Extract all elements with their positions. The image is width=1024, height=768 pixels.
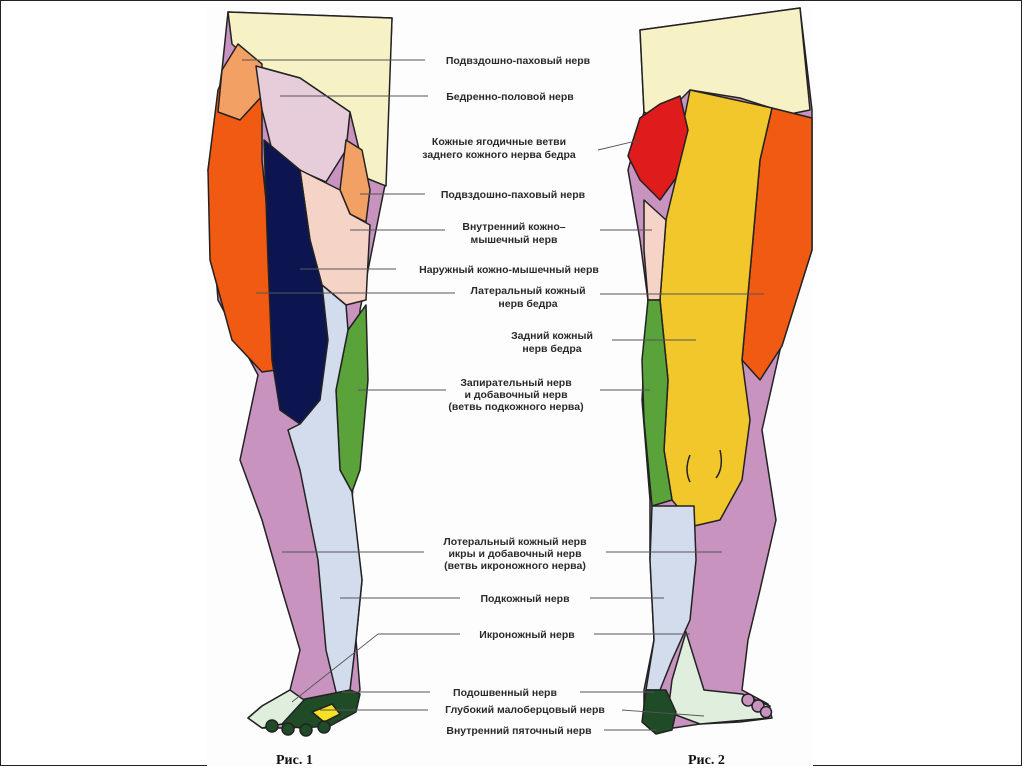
- fig2-toe: [759, 705, 773, 719]
- label-medial-calcaneal: Внутренний пяточный нерв: [446, 725, 592, 737]
- fig1-lateral-femoral-region: [207, 47, 277, 373]
- leader-line: [621, 709, 705, 717]
- fig2-gluteal-region: [627, 95, 689, 201]
- fig1-deep-peroneal-region: [311, 703, 341, 723]
- label-plantar: Подошвенный нерв: [453, 687, 557, 699]
- label-inner-cutaneous-1: Внутренний кожно–: [462, 221, 565, 233]
- leader-lines: [242, 59, 764, 731]
- fig2-obturator-region: [641, 299, 673, 507]
- fig2-toes: [741, 693, 773, 719]
- fig1-toe: [299, 723, 313, 737]
- label-inner-cutaneous-2: мышечный нерв: [471, 234, 558, 246]
- fig2-knee-crease: [715, 449, 723, 479]
- nerve-labels: Подвздошно-паховый нерв Бедренно-половой…: [419, 55, 605, 737]
- label-genitofemoral: Бедренно-половой нерв: [446, 91, 574, 103]
- fig1-iliohypogastric-upper-region: [217, 43, 263, 121]
- label-lateral-femoral-2: нерв бедра: [498, 298, 557, 310]
- label-obturator-1: Запирательный нерв: [460, 377, 572, 389]
- figure-1-caption: Рис. 1: [276, 753, 313, 768]
- fig1-toes: [265, 719, 331, 737]
- label-lateral-femoral-1: Латеральный кожный: [470, 285, 585, 297]
- figure-2-caption: Рис. 2: [688, 753, 725, 768]
- label-obturator-2: и добавочный нерв: [464, 389, 568, 401]
- label-gluteal-branches-1: Кожные ягодичные ветви: [432, 136, 566, 148]
- fig1-heel-region: [247, 689, 305, 729]
- figure-2-leg: [627, 7, 813, 735]
- label-posterior-femoral-1: Задний кожный: [511, 330, 593, 342]
- leader-line: [597, 139, 641, 151]
- fig2-plantar-region: [641, 689, 677, 735]
- label-iliohypogastric-2: Подвздошно-паховый нерв: [441, 189, 586, 201]
- label-lateral-sural-1: Лотеральный кожный нерв: [443, 536, 587, 548]
- fig1-toe: [265, 719, 279, 733]
- leader-line: [291, 633, 379, 703]
- label-gluteal-branches-2: заднего кожного нерва бедра: [422, 149, 576, 161]
- fig1-toe: [281, 722, 295, 736]
- fig2-knee-crease: [686, 454, 691, 483]
- label-lateral-sural-2: икры и добавочный нерв: [448, 548, 582, 560]
- label-sural: Икроножный нерв: [479, 629, 575, 641]
- label-obturator-3: (ветвь подкожного нерва): [448, 401, 583, 413]
- label-lateral-sural-3: (ветвь икроножного нерва): [444, 560, 586, 572]
- figure-1-leg: [207, 11, 393, 737]
- label-outer-musculocutaneous: Наружный кожно-мышечный нерв: [419, 264, 599, 276]
- label-posterior-femoral-2: нерв бедра: [522, 343, 581, 355]
- fig2-toe: [741, 693, 755, 707]
- fig1-toe: [317, 720, 331, 734]
- label-saphenous: Подкожный нерв: [480, 593, 570, 605]
- label-deep-peroneal: Глубокий малоберцовый нерв: [445, 704, 605, 716]
- label-iliohypogastric-1: Подвздошно-паховый нерв: [446, 55, 591, 67]
